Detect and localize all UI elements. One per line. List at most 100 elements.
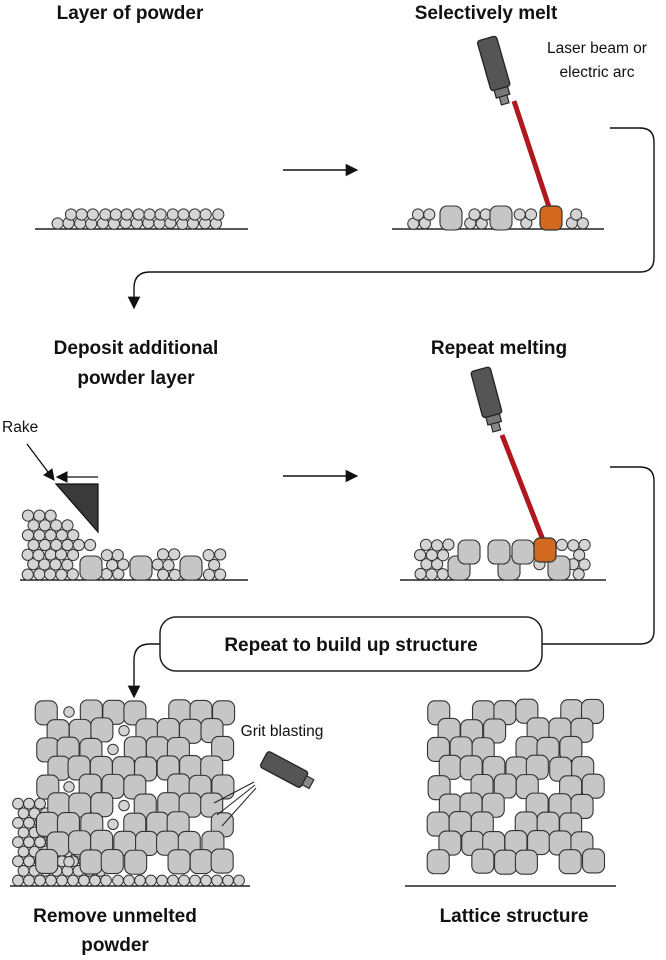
melted-particle [547, 555, 571, 581]
powder-particle [12, 874, 24, 887]
powder-particle [55, 529, 69, 542]
powder-particle [208, 558, 221, 572]
grit-blasting [213, 751, 315, 827]
melted-particle [581, 848, 606, 874]
powder-particle [211, 874, 223, 887]
powder-particle [419, 538, 433, 551]
powder-particle [38, 519, 52, 532]
powder-particle [167, 874, 179, 887]
powder-particle [75, 208, 88, 221]
powder-particle [436, 549, 450, 562]
powder-particle [54, 548, 68, 561]
powder-particle [107, 818, 119, 831]
powder-layer-step3 [21, 509, 227, 581]
powder-particle [156, 874, 168, 887]
powder-particle [214, 568, 227, 581]
melted-particle [581, 773, 605, 799]
powder-particle [27, 538, 40, 552]
repeat-box [159, 616, 543, 672]
powder-particle [50, 538, 63, 552]
powder-layer-step4 [414, 538, 591, 581]
powder-particle [100, 874, 112, 887]
powder-particle [27, 519, 40, 532]
powder-particle [188, 208, 201, 221]
melted-particle [124, 849, 148, 875]
powder-particle [49, 558, 62, 571]
powder-particle [156, 548, 170, 561]
powder-particle [436, 568, 449, 581]
melted-particle [426, 849, 450, 875]
melted-particle [494, 849, 518, 875]
melt-pool [533, 537, 557, 563]
powder-particle [21, 548, 34, 561]
laser-beam [499, 434, 546, 541]
powder-particle [99, 208, 112, 221]
laser-nozzle-icon [470, 366, 503, 433]
melted-particle [189, 848, 213, 875]
melted-particle [129, 555, 153, 581]
powder-particle [23, 797, 35, 810]
powder-particle [123, 874, 135, 887]
powder-particle [33, 509, 46, 522]
melted-particle [489, 205, 513, 231]
powder-particle [189, 874, 201, 887]
connector-row2-to-row3 [542, 466, 655, 645]
powder-particle [64, 208, 78, 221]
melted-particle [457, 539, 481, 565]
melted-particle [471, 848, 495, 874]
powder-particle [567, 539, 580, 552]
lattice-with-powder [12, 699, 245, 887]
powder-particle [63, 706, 75, 718]
melted-particle [558, 849, 582, 875]
powder-particle [200, 874, 212, 887]
powder-particle [107, 743, 119, 756]
powder-particle [573, 548, 586, 562]
powder-particle [572, 568, 585, 581]
rake-icon [26, 443, 99, 534]
powder-layer-step2 [407, 205, 589, 231]
label-laser-line1: Laser beam or [547, 40, 647, 57]
powder-particle [214, 548, 227, 561]
powder-particle [132, 208, 145, 221]
connector-to-remove [127, 643, 160, 699]
powder-particle [17, 826, 30, 839]
powder-particle [578, 538, 591, 552]
powder-particle [61, 558, 74, 571]
melted-particle [100, 848, 124, 875]
powder-particle [56, 874, 68, 887]
powder-particle [34, 797, 46, 810]
powder-particle [61, 519, 74, 532]
powder-particle [414, 548, 427, 562]
powder-particle [431, 558, 444, 571]
powder-particle [576, 217, 589, 230]
powder-particle [166, 208, 179, 221]
powder-particle [199, 208, 212, 221]
melted-particle [511, 539, 535, 565]
powder-particle [17, 845, 30, 858]
powder-particle [134, 874, 146, 887]
melted-particle [570, 793, 594, 820]
powder-particle [570, 208, 583, 221]
powder-particle [109, 208, 122, 221]
lattice-structure [426, 698, 606, 875]
powder-particle [411, 208, 425, 221]
powder-particle [106, 558, 119, 572]
powder-particle [44, 529, 57, 542]
powder-particle [162, 558, 175, 572]
powder-particle [63, 856, 75, 868]
powder-particle [12, 797, 24, 810]
laser-assembly-step2 [476, 35, 563, 231]
powder-particle [154, 208, 167, 221]
powder-particle [12, 836, 24, 848]
powder-particle [67, 529, 80, 542]
powder-particle [63, 781, 75, 793]
powder-particle [111, 549, 124, 562]
melt-pool [539, 205, 563, 231]
powder-particle [423, 208, 436, 221]
powder-particle [168, 568, 182, 581]
powder-particle [117, 558, 130, 571]
powder-particle [72, 538, 85, 552]
powder-particle [578, 558, 591, 571]
powder-particle [21, 509, 35, 522]
